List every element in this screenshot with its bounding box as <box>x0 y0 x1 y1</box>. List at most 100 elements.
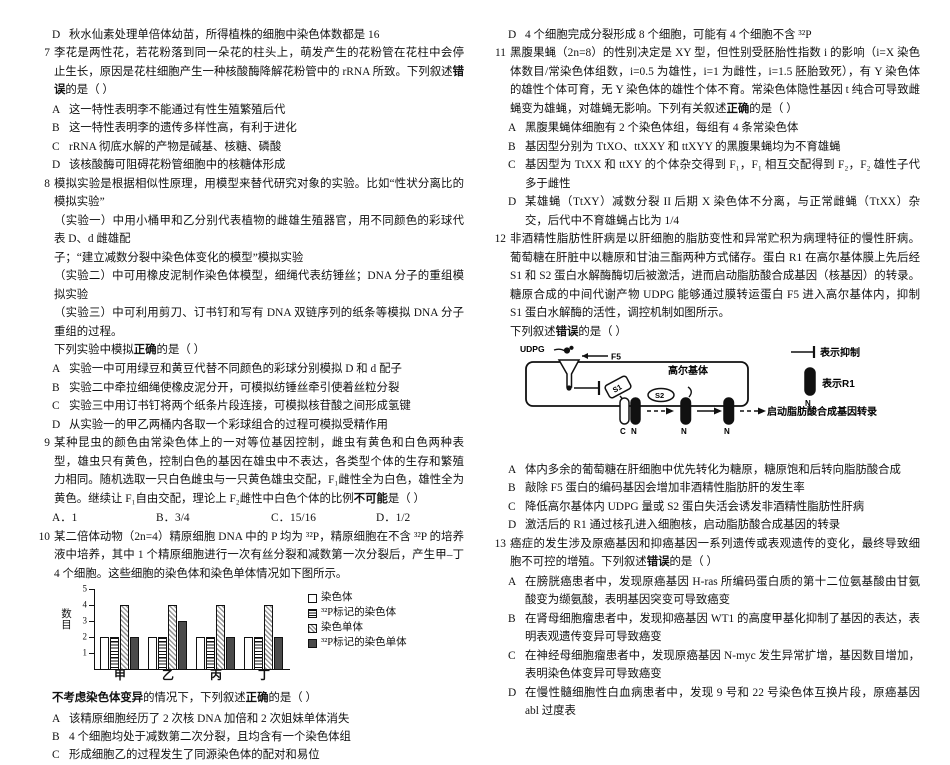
option-letter: B <box>508 482 516 495</box>
output-label-text: 启动脂肪酸合成基因转录 <box>767 405 877 418</box>
chart-x-tick-label: 丁 <box>257 667 270 682</box>
legend-label: ³²P标记的染色体 <box>321 606 397 618</box>
option-letter: D <box>508 29 517 41</box>
f5-arrow-icon <box>582 352 588 359</box>
option-text: 实验三中用订书钉将两个纸条片段连接，可模拟核苷酸之间形成氢键 <box>69 400 411 413</box>
chart-bar <box>244 637 253 670</box>
option-letter: B <box>52 122 60 135</box>
chart-bar <box>158 637 167 670</box>
stem-text: 癌症的发生涉及原癌基因和抑癌基因一系列遗传或表观遗传的变化，最终导致细胞不可控的… <box>510 537 920 569</box>
option-text: 激活后的 R1 通过核孔进入细胞核，启动脂肪酸合成基因的转录 <box>525 519 841 532</box>
n-terminus-label: N <box>681 427 687 436</box>
option-letter: C <box>52 400 60 413</box>
chart-bar <box>206 637 215 670</box>
option-inline: C．15/16 <box>271 512 316 525</box>
chart-bar <box>274 637 283 670</box>
question-stem: 李花是两性花，若花粉落到同一朵花的柱头上，萌发产生的花粉管在花柱中会停止生长，原… <box>54 44 464 99</box>
option-letter: D <box>508 686 517 699</box>
question-number: 13 <box>494 537 506 550</box>
option-text: 这一特性表明李的遗传多样性高，有利于进化 <box>69 122 297 135</box>
option-letter: D <box>508 519 517 532</box>
option-text: 该核酸酶可阻碍花粉管细胞中的核糖体形成 <box>69 159 286 172</box>
question-9: 9 某种昆虫的颜色由常染色体上的一对等位基因控制，雌虫有黄色和白色两种表型，雄虫… <box>34 434 464 508</box>
option-row: C 实验三中用订书钉将两个纸条片段连接，可模拟核苷酸之间形成氢键 <box>34 397 464 415</box>
option-row: D 4 个细胞完成分裂形成 8 个细胞，可能有 4 个细胞不含 ³²P <box>490 26 920 44</box>
option-letter: A <box>508 463 517 476</box>
question-number: 9 <box>44 437 50 450</box>
option-text: 秋水仙素处理单倍体幼苗，所得植株的细胞中染色体数都是 16 <box>69 29 380 41</box>
option-text: rRNA 彻底水解的产物是碱基、核糖、磷酸 <box>69 140 282 153</box>
process-arrow-icon <box>714 407 722 415</box>
option-letter: B <box>52 731 60 743</box>
stem-tail: 的是（ ） <box>669 556 718 569</box>
option-letter: A <box>52 512 61 525</box>
question-12: 12 非酒精性脂肪性肝病是以肝细胞的脂肪变性和异常贮积为病理特征的慢性肝病。葡萄… <box>490 230 920 341</box>
option-letter: C <box>508 159 516 172</box>
y-tick <box>89 605 95 607</box>
option-text: 形成细胞乙的过程发生了同源染色体的配对和易位 <box>69 749 320 762</box>
r1-protein-active <box>723 397 735 425</box>
process-arrow-icon <box>666 407 674 415</box>
option-text: 在肾母细胞瘤患者中，发现抑癌基因 WT1 的高度甲基化抑制了基因的表达，表明表观… <box>525 612 920 644</box>
legend-swatch-icon <box>308 638 317 648</box>
question-11: 11 黑腹果蝇（2n=8）的性别决定是 XY 型，但性别受胚胎性指数 i 的影响… <box>490 44 920 118</box>
option-text: 4 个细胞完成分裂形成 8 个细胞，可能有 4 个细胞不含 ³²P <box>525 29 812 41</box>
option-text: 在膀胱癌患者中，发现原癌基因 H-ras 所编码蛋白质的第十二位氨基酸由甘氨酸变… <box>525 575 920 607</box>
legend-label: 染色体 <box>321 592 353 604</box>
option-text: 实验二中牵拉细绳使橡皮泥分开，可模拟纺锤丝牵引使着丝粒分裂 <box>69 381 400 394</box>
option-letter: A <box>52 103 61 116</box>
stem-emphasis: 不可能 <box>353 492 388 505</box>
option-text: 15/16 <box>290 512 316 525</box>
question-10: 10 某二倍体动物（2n=4）精原细胞 DNA 中的 P 均为 ³²P，精原细胞… <box>34 528 464 583</box>
legend-r1-text: 表示R1 <box>821 377 855 390</box>
option-letter: B <box>508 612 516 625</box>
s1-label-text: S1 <box>611 382 623 394</box>
option-inline: A．1 <box>52 512 78 525</box>
legend-swatch-icon <box>308 623 317 633</box>
option-text: 黑腹果蝇体细胞有 2 个染色体组，每组有 4 条常染色体 <box>525 122 799 135</box>
question-number: 12 <box>494 233 506 246</box>
chart-bar-group: 丙 <box>192 589 240 682</box>
option-letter: C <box>52 140 60 153</box>
option-row: D 激活后的 R1 通过核孔进入细胞核，启动脂肪酸合成基因的转录 <box>490 516 920 534</box>
question-7: 7 李花是两性花，若花粉落到同一朵花的柱头上，萌发产生的花粉管在花柱中会停止生长… <box>34 44 464 99</box>
exam-page: D 秋水仙素处理单倍体幼苗，所得植株的细胞中染色体数都是 16 7 李花是两性花… <box>34 26 920 761</box>
chart-bar-group: 丁 <box>240 589 288 682</box>
chart-bar <box>110 637 119 670</box>
tail-suffix: 的是（ ） <box>268 692 317 705</box>
question-stem: 模拟实验是根据相似性原理，用模型来替代研究对象的实验。比如“性状分离比的模拟实验… <box>54 175 464 360</box>
stem-tail-prefix: 下列实验中模拟 <box>54 343 134 356</box>
y-tick-label: 1 <box>82 647 88 658</box>
y-tick <box>89 621 95 623</box>
chart-bar <box>196 637 205 670</box>
chart-plot-area: 数目 5 4 3 2 1 甲乙丙丁 <box>61 584 292 683</box>
legend-inhibit-text: 表示抑制 <box>819 346 860 359</box>
option-letter: D <box>508 196 517 209</box>
chart-bar <box>100 637 109 670</box>
y-tick-label: 4 <box>82 599 88 610</box>
option-text: 该精原细胞经历了 2 次核 DNA 加倍和 2 次姐妹单体消失 <box>69 712 350 725</box>
stem-tail: 的是（ ） <box>749 102 798 115</box>
chart-bar <box>168 605 177 670</box>
option-row: C 形成细胞乙的过程发生了同源染色体的配对和易位 <box>34 746 464 764</box>
option-text: 敲除 F5 蛋白的编码基因会增加非酒精性脂肪肝的发生率 <box>525 482 805 495</box>
legend-label: 染色单体 <box>321 621 363 633</box>
question-number: 8 <box>44 177 50 190</box>
legend-label: ³²P标记的染色单体 <box>321 636 407 648</box>
f5-label-text: F5 <box>611 351 621 361</box>
stem-line: 子；“建立减数分裂中染色体变化的模型”模拟实验 <box>54 251 304 264</box>
option-letter: C <box>52 749 60 762</box>
chart-x-tick-label: 甲 <box>113 667 126 682</box>
y-tick-label: 3 <box>82 615 88 626</box>
